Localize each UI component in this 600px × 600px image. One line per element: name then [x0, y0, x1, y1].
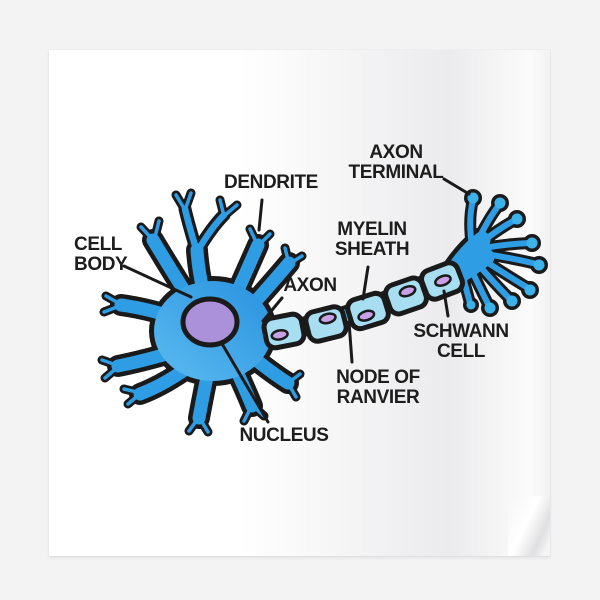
leader-line-axon-terminal — [442, 177, 471, 196]
leader-line-myelin-sheath — [361, 265, 370, 301]
schwann-nucleus — [434, 274, 452, 287]
label-dendrite: DENDRITE — [224, 172, 318, 193]
leader-line-nucleus — [219, 340, 270, 424]
label-schwann-cell: SCHWANN CELL — [413, 321, 509, 362]
myelin-segment — [303, 304, 349, 344]
label-axon-terminal: AXON TERMINAL — [348, 142, 444, 183]
schwann-nucleus — [357, 309, 376, 322]
leader-line-schwann-cell — [442, 289, 450, 318]
schwann-nucleus — [270, 328, 289, 341]
leader-line-cell-body — [122, 264, 193, 299]
leader-line-node-of-ranvier — [347, 320, 354, 364]
leader-line-dendrite — [257, 198, 264, 232]
label-node-of-ranvier: NODE OF RANVIER — [336, 367, 420, 408]
terminal-bulbs — [466, 192, 545, 314]
label-axon: AXON — [283, 275, 337, 296]
nucleus-shape — [180, 296, 240, 348]
schwann-nucleus — [318, 312, 337, 325]
myelin-segment — [261, 311, 307, 351]
leader-lines — [122, 177, 471, 424]
myelin-sheath-segments — [261, 260, 465, 351]
paper-corner-curl — [508, 496, 550, 556]
label-cell-body: CELL BODY — [74, 234, 128, 275]
leader-line-axon — [261, 296, 284, 323]
label-nucleus: NUCLEUS — [239, 425, 329, 446]
label-myelin-sheath: MYELIN SHEATH — [334, 219, 410, 260]
myelin-segment — [419, 260, 465, 302]
schwann-nucleus — [398, 285, 417, 298]
axon-terminal-shape — [452, 189, 548, 317]
